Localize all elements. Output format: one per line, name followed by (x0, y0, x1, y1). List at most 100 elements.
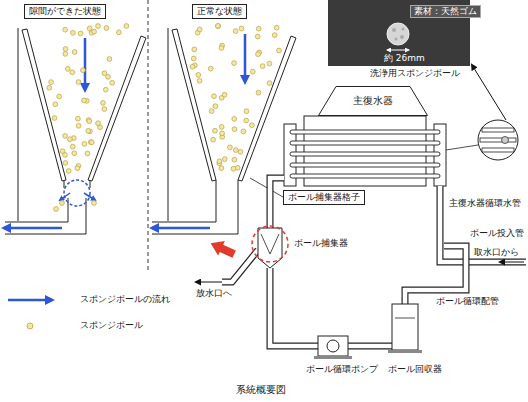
legend-text: スポンジボール (80, 320, 143, 331)
sponge-texture (395, 38, 398, 41)
sponge-ball (222, 92, 227, 97)
sponge-ball (71, 30, 76, 35)
sponge-ball (60, 201, 65, 206)
sponge-ball (88, 140, 93, 145)
photo-note: 素材：天然ゴム (410, 5, 481, 18)
sponge-ball (219, 166, 224, 171)
condenser-tube (290, 174, 440, 178)
sponge-ball (256, 52, 261, 57)
node-text: 主復水器 (353, 95, 393, 107)
pump-base (314, 356, 352, 359)
sponge-ball (81, 68, 86, 73)
condenser-tube (290, 152, 440, 156)
sponge-ball (75, 166, 80, 171)
sponge-ball (110, 80, 115, 85)
sponge-ball (197, 27, 202, 32)
gap-highlight (64, 180, 90, 206)
sponge-ball (70, 144, 75, 149)
flow-arrow (84, 38, 87, 90)
part-label: 主復水器循環水管 (449, 198, 521, 209)
sponge-ball (277, 48, 282, 53)
sponge-texture (392, 28, 396, 32)
sponge-texture (402, 28, 405, 31)
condenser-tube (290, 163, 440, 167)
sponge-ball (209, 109, 214, 114)
sponge-ball (63, 52, 68, 57)
label-box: 隙間ができた状態 (24, 4, 106, 19)
sponge-ball (244, 118, 249, 123)
outlet-pipe (5, 198, 86, 234)
sponge-ball (233, 29, 238, 34)
highlight-arrow (207, 236, 237, 261)
collector-grid-plate (88, 36, 146, 181)
sponge-ball (76, 123, 81, 128)
sponge-ball (92, 201, 97, 206)
dimension-label: 約 26mm (384, 53, 425, 64)
sponge-ball (72, 50, 77, 55)
sponge-ball (239, 26, 244, 31)
sponge-ball (82, 142, 87, 147)
vessel-base (388, 350, 422, 353)
sponge-ball (228, 145, 233, 150)
sponge-ball (70, 70, 75, 75)
sponge-ball-photo (387, 23, 409, 45)
outlet-pipe (152, 180, 216, 222)
label-box: ボール捕集器格子 (283, 190, 365, 205)
sponge-texture (400, 35, 404, 39)
sponge-ball (216, 24, 221, 29)
sponge-ball (86, 128, 91, 133)
vessel-strainer (395, 318, 415, 319)
sponge-ball (63, 27, 68, 32)
label-box: 正常な状態 (192, 4, 247, 19)
ball-pump (318, 336, 348, 356)
sponge-ball (63, 47, 68, 52)
collector-grid-plate (22, 29, 66, 181)
pipe-outline (405, 246, 466, 304)
tube-detail (482, 148, 514, 152)
part-label: 放水口へ (196, 288, 232, 299)
sponge-ball (57, 94, 62, 99)
sponge-ball (256, 26, 261, 31)
sponge-ball-group (47, 24, 282, 212)
outlet-pipe (5, 198, 68, 222)
sponge-ball (54, 207, 59, 212)
sponge-ball (124, 24, 129, 29)
sponge-ball (65, 67, 70, 72)
sponge-ball (219, 46, 224, 51)
sponge-ball (47, 85, 52, 90)
highlight-circle (252, 226, 288, 262)
hood-shape (319, 87, 428, 116)
node-text: 正常な状態 (197, 6, 242, 17)
sponge-ball (211, 137, 216, 142)
sponge-ball (96, 24, 101, 29)
sponge-ball (52, 116, 57, 121)
flow-arrow (152, 227, 210, 230)
sponge-ball (502, 137, 509, 144)
sponge-ball (101, 101, 106, 106)
part-label: ボール回収器 (388, 364, 442, 375)
pointer-arrow (472, 65, 506, 120)
part-label: 取水口から (474, 247, 519, 258)
sponge-ball (68, 137, 73, 142)
part-label: ボール循環配管 (436, 296, 499, 307)
sponge-ball (213, 104, 218, 109)
figure-caption: 系統概要図 (236, 384, 286, 396)
condenser-hood: 主復水器 (318, 86, 428, 116)
sponge-ball (63, 134, 68, 139)
part-label: ボール投入管 (470, 228, 524, 239)
pipe-core (348, 344, 392, 349)
sponge-ball (208, 66, 213, 71)
sponge-ball (192, 47, 197, 52)
pipe-outline (348, 343, 392, 350)
dimension-arrow (387, 50, 409, 51)
sponge-ball (232, 157, 237, 162)
sponge-ball (102, 107, 107, 112)
sponge-ball (96, 121, 101, 126)
sponge-ball (238, 149, 243, 154)
sponge-ball (212, 94, 217, 99)
sponge-ball (76, 116, 81, 121)
sponge-ball (82, 98, 87, 103)
pipe-outline (270, 268, 318, 346)
